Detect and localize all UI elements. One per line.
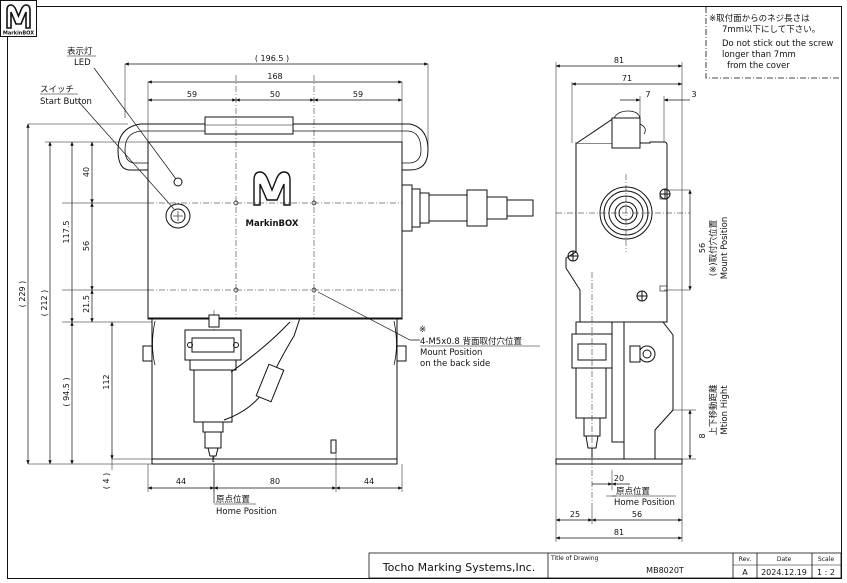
led-circle [173,177,183,187]
home-en-side: Home Position [614,498,675,508]
home-en-front: Home Position [216,507,277,517]
note-jp-line2: 7mm以下にして下さい。 [722,25,820,35]
switch-label-en: Start Button [40,97,92,107]
dim-71: 71 [622,74,632,83]
home-jp-front: 原点位置 [216,494,251,505]
note-jp-line1: ※取付面からのネジ長さは [709,13,810,24]
dim-80: 80 [270,477,280,486]
led-label-en: LED [74,58,91,68]
start-button-circle [165,203,191,229]
dim-44a: 44 [176,477,186,486]
dimension-lines [26,62,696,542]
front-logo [253,171,291,206]
date-value: 2024.12.19 [761,568,807,577]
dim-59a: 59 [187,90,197,99]
note-en-line2: longer than 7mm [722,50,796,60]
date-label: Date [777,556,792,563]
switch-label-jp: スイッチ [40,85,74,95]
scale-value: 1 : 2 [817,568,835,577]
mount-mark: ※ [419,325,426,335]
screw-note: ※取付面からのネジ長さは 7mm以下にして下さい。 Do not stick o… [705,7,841,79]
rev-value: A [742,568,748,577]
motion-jp: 上下移動距離 [708,384,719,436]
dim-196: ( 196.5 ) [255,54,289,63]
mount-pos-jp: (※)取付穴位置 [708,219,719,276]
scale-label: Scale [818,556,834,563]
dim-81-top: 81 [614,56,624,65]
dim-8: 8 [698,433,707,438]
home-jp-side: 原点位置 [616,486,651,497]
title-block: Tocho Marking Systems,Inc. Title of Draw… [368,552,842,579]
led-label-jp: 表示灯 [67,46,93,57]
dim-4: ( 4 ) [102,473,111,489]
mount-en-1: Mount Position [420,348,482,358]
dim-25: 25 [570,510,580,519]
mount-pos-en: Mount Position [720,217,730,279]
dim-44b: 44 [364,477,374,486]
dim-20: 20 [614,474,624,483]
dim-212: ( 212 ) [40,290,49,317]
dim-229: ( 229 ) [18,281,27,308]
dim-81-bottom: 81 [614,528,624,537]
dim-56-front: 56 [82,241,91,251]
title-value: MB8020T [646,566,684,575]
dim-3: 3 [691,90,696,99]
note-en-line1: Do not stick out the screw [722,39,833,49]
dim-94: ( 94.5 ) [62,377,71,406]
note-en-line3: from the cover [727,61,790,71]
rev-label: Rev. [739,556,752,563]
side-view [555,110,690,505]
dim-7: 7 [645,90,650,99]
dim-168: 168 [267,72,282,81]
markinbox-logo: MarkinBOX [0,0,37,37]
dim-40: 40 [82,167,91,177]
dim-112: 112 [102,374,111,389]
dim-50: 50 [270,90,280,99]
dim-56-side: 56 [698,243,707,253]
annotation-labels: 表示灯 LED スイッチ Start Button MarkinBOX ※ 4-… [40,46,730,517]
company-name: Tocho Marking Systems,Inc. [382,561,535,574]
motion-en: Mtion Hight [720,385,730,435]
dim-21: 21.5 [82,295,91,313]
dim-59b: 59 [353,90,363,99]
front-logo-text: MarkinBOX [246,219,299,229]
logo-text: MarkinBOX [3,31,34,37]
mount-en-2: on the back side [420,359,490,369]
drawing-frame [7,6,842,579]
mount-spec: 4-M5x0.8 背面取付穴位置 [420,336,522,347]
dim-117: 117.5 [62,221,71,244]
dimension-text: ( 196.5 ) 168 59 50 59 ( 229 ) ( 212 ) 1… [18,54,707,537]
side-body [565,141,668,323]
dim-56-bottom: 56 [632,510,642,519]
front-view [117,75,534,470]
title-label: Title of Drawing [550,555,599,562]
front-body [147,141,403,320]
